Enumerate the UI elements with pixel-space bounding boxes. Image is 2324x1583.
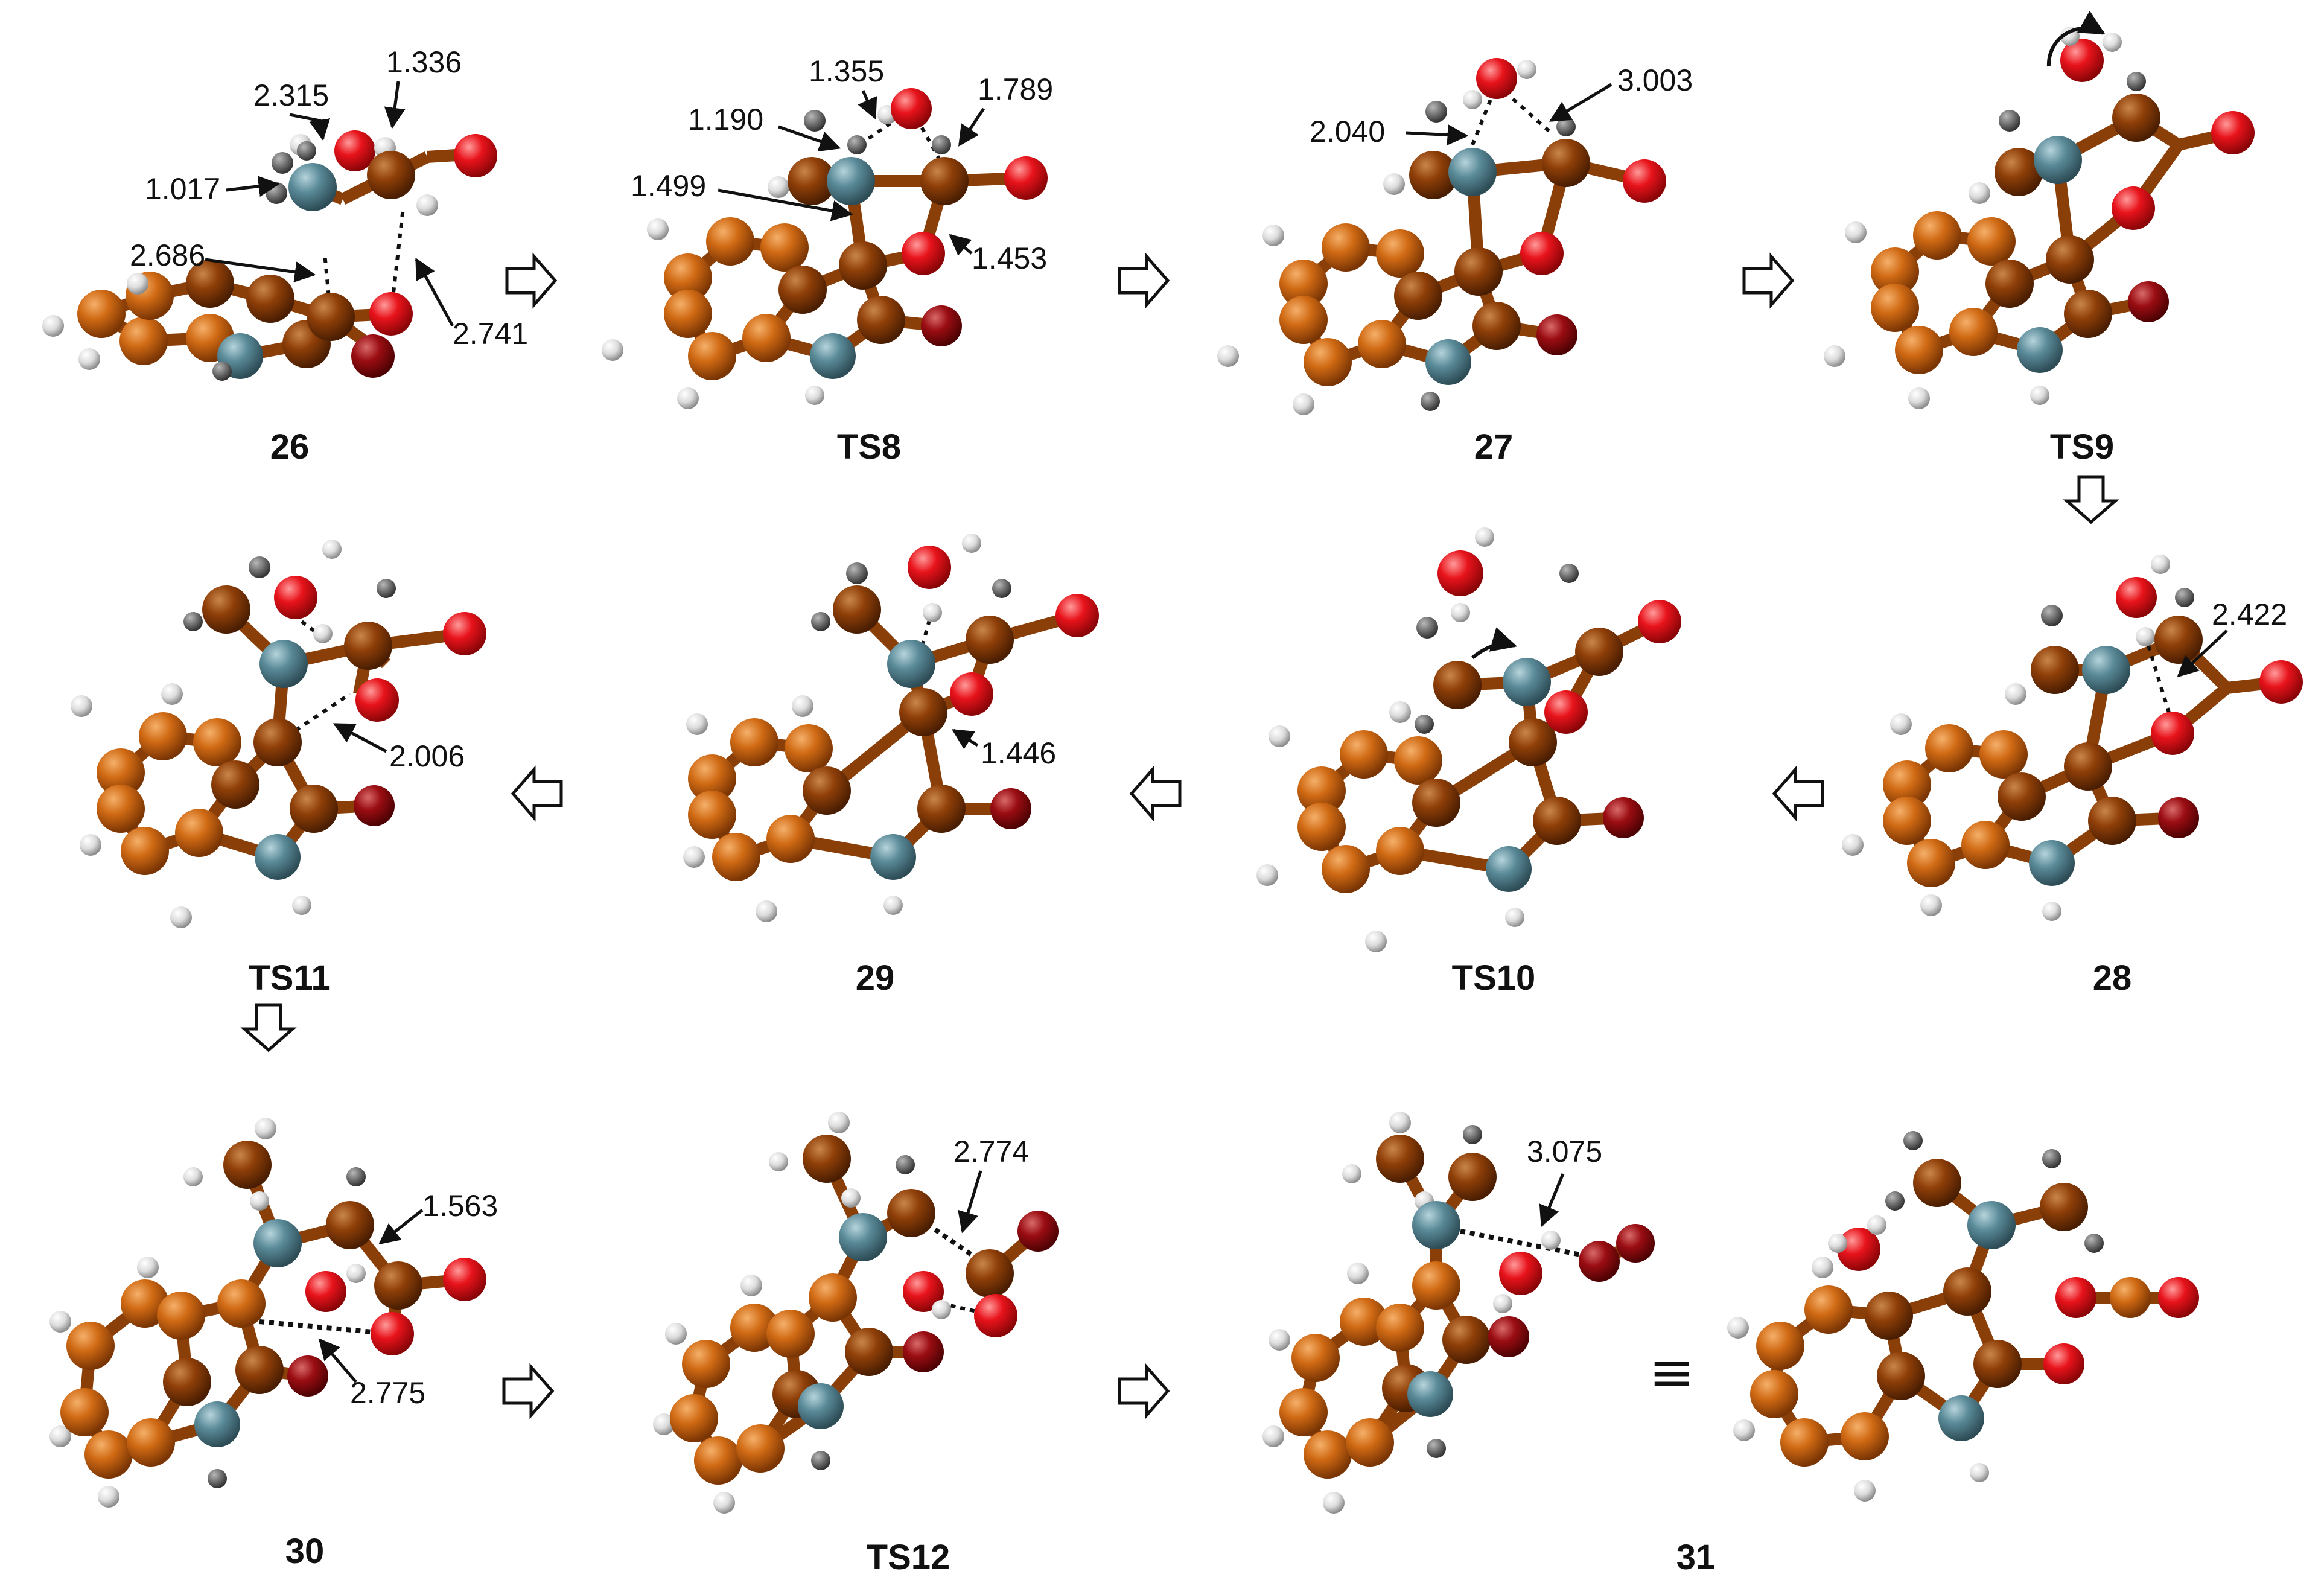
structure-label: 26 [270, 427, 310, 467]
panel-30: 1.563 2.775 30 [49, 1118, 498, 1571]
panel-29: 1.446 29 [683, 534, 1099, 998]
molecule-ts11 [71, 540, 486, 928]
equivalence-symbol: ≡ [1649, 1341, 1694, 1404]
flow-arrows [240, 252, 2119, 1419]
molecule-28 [1842, 555, 2303, 921]
structure-label: 29 [856, 958, 895, 998]
structure-label: TS10 [1452, 958, 1536, 998]
pointer-arrows [952, 728, 979, 750]
pointer-arrows [1406, 83, 1612, 145]
structure-label: TS11 [249, 958, 330, 998]
flow-arrow-right [502, 1363, 555, 1419]
panel-31-alt-view [1727, 1131, 2199, 1502]
distance-label: 2.741 [453, 317, 528, 351]
panel-ts11: 2.006 TS11 [71, 540, 486, 998]
distance-label: 1.789 [978, 72, 1053, 106]
distance-label: 2.040 [1310, 115, 1385, 148]
flow-arrow-left [1129, 765, 1182, 822]
panel-27: 3.003 2.040 27 [1217, 58, 1693, 467]
structure-label: 28 [2093, 958, 2132, 998]
flow-arrow-right [1118, 252, 1170, 309]
distance-label: 3.075 [1527, 1135, 1602, 1168]
distance-label: 1.336 [386, 45, 462, 79]
molecule-ts9 [1824, 27, 2255, 409]
molecule-29 [683, 534, 1099, 922]
pointer-arrows [205, 81, 454, 327]
flow-arrow-down [2063, 475, 2119, 524]
distance-label: 2.006 [389, 739, 465, 773]
molecule-26 [42, 130, 497, 381]
panel-26: 2.315 1.336 1.017 2.686 2.741 26 [42, 45, 528, 467]
distance-label: 1.017 [145, 172, 220, 206]
molecule-ts10 [1256, 527, 1681, 952]
distance-label: 1.446 [981, 736, 1056, 770]
structure-label: 31 [1676, 1538, 1716, 1577]
structure-label: 27 [1474, 427, 1514, 467]
molecule-27 [1217, 58, 1666, 415]
pointer-arrows [318, 1209, 424, 1383]
flow-arrow-right [505, 252, 558, 309]
distance-label: 2.422 [2212, 597, 2287, 631]
molecule-ts8 [602, 88, 1048, 409]
panel-ts8: 1.355 1.789 1.190 1.499 1.453 TS8 [602, 54, 1053, 467]
panel-31: 3.075 31 [1262, 1112, 1715, 1577]
distance-label: 3.003 [1617, 63, 1693, 97]
panel-ts12: 2.774 TS12 [653, 1112, 1059, 1577]
distance-label: 1.563 [422, 1189, 498, 1223]
pointer-arrows [1539, 1173, 1565, 1228]
flow-arrow-down [240, 1003, 297, 1053]
flow-arrow-left [1772, 765, 1824, 822]
pointer-arrows [958, 1170, 982, 1234]
distance-label: 1.453 [972, 241, 1047, 275]
distance-label: 2.775 [350, 1376, 425, 1410]
distance-label: 2.774 [953, 1135, 1029, 1168]
distance-label: 2.686 [130, 238, 205, 272]
pointer-arrows [718, 89, 985, 256]
structure-label: 30 [285, 1532, 325, 1571]
molecule-31 [1262, 1112, 1655, 1514]
molecule-30 [49, 1118, 486, 1508]
rotation-arrow [1471, 627, 1518, 660]
panel-ts10: TS10 [1256, 527, 1681, 998]
molecule-ts12 [653, 1112, 1059, 1514]
distance-label: 1.499 [631, 169, 706, 203]
distance-label: 2.315 [253, 78, 329, 112]
flow-arrow-right [1742, 252, 1795, 309]
panel-28: 2.422 28 [1842, 555, 2303, 998]
structure-label: TS8 [837, 427, 901, 467]
distance-label: 1.190 [688, 103, 763, 136]
distance-label: 1.355 [809, 54, 884, 88]
flow-arrow-left [511, 765, 563, 822]
structure-label: TS12 [867, 1538, 950, 1577]
pointer-arrows [2177, 629, 2228, 678]
molecule-31-alt [1727, 1131, 2199, 1502]
rotation-arrow [2046, 10, 2106, 67]
structure-label: TS9 [2050, 427, 2114, 467]
pointer-arrows [333, 722, 387, 753]
panel-ts9: TS9 [1824, 10, 2255, 467]
flow-arrow-right [1118, 1363, 1170, 1419]
